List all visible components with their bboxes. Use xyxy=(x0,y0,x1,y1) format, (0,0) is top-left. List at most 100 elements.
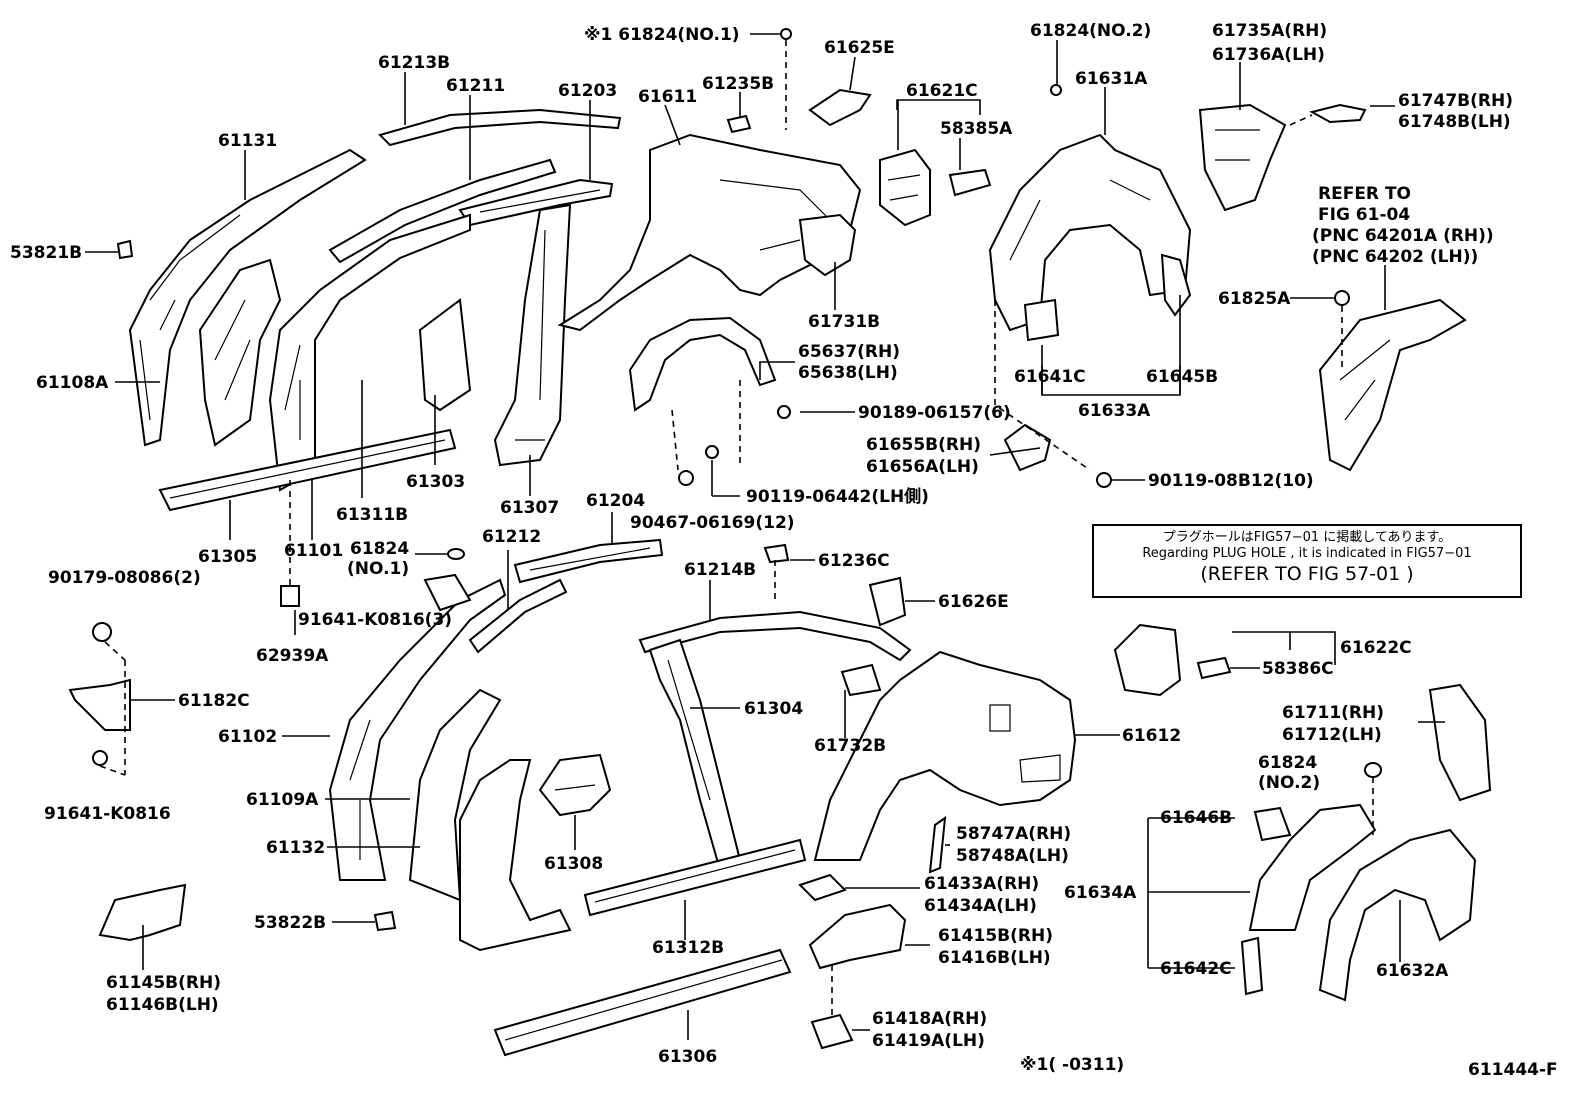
label-53821b: 53821B xyxy=(10,243,82,263)
label-61203: 61203 xyxy=(558,81,617,101)
label-53822b: 53822B xyxy=(254,913,326,933)
part-90179 xyxy=(92,622,112,642)
label-61712: 61712(LH) xyxy=(1282,725,1382,745)
label-58385a: 58385A xyxy=(940,119,1013,139)
label-61236c: 61236C xyxy=(818,551,890,571)
part-61418a xyxy=(810,1013,854,1050)
label-62939a: 62939A xyxy=(256,646,329,666)
part-65637 xyxy=(628,316,777,412)
plug-hole-note: プラグホールはFIG57−01 に掲載してあります。 Regarding PLU… xyxy=(1092,524,1522,598)
label-61825a: 61825A xyxy=(1218,289,1291,309)
label-61656a: 61656A(LH) xyxy=(866,457,979,477)
part-61204 xyxy=(513,538,664,584)
part-58385a xyxy=(948,168,992,197)
part-61235b xyxy=(726,114,752,134)
part-61824-no2-lower xyxy=(1364,762,1382,778)
label-61433a: 61433A(RH) xyxy=(924,874,1039,894)
part-61303 xyxy=(418,298,472,412)
label-61235b: 61235B xyxy=(702,74,774,94)
label-61732b: 61732B xyxy=(814,736,886,756)
label-90189: 90189-06157(6) xyxy=(858,403,1011,423)
label-61736a: 61736A(LH) xyxy=(1212,45,1325,65)
label-90119-06442: 90119-06442(LH側) xyxy=(746,486,929,507)
label-61415b: 61415B(RH) xyxy=(938,926,1053,946)
label-61634a: 61634A xyxy=(1064,883,1137,903)
label-90179: 90179-08086(2) xyxy=(48,568,201,588)
label-58386c: 58386C xyxy=(1262,659,1334,679)
label-61711: 61711(RH) xyxy=(1282,703,1384,723)
part-61132 xyxy=(459,759,572,952)
label-61307: 61307 xyxy=(500,498,559,518)
part-53822b xyxy=(373,910,397,932)
part-61611 xyxy=(557,133,862,332)
label-91641-k0816-3: 91641-K0816(3) xyxy=(298,610,452,630)
part-58386c xyxy=(1196,656,1232,680)
label-61211: 61211 xyxy=(446,76,505,96)
label-61108a: 61108A xyxy=(36,373,109,393)
part-refer-61-04 xyxy=(1318,298,1467,472)
label-61308: 61308 xyxy=(544,854,603,874)
label-61631a: 61631A xyxy=(1075,69,1148,89)
label-61632a: 61632A xyxy=(1376,961,1449,981)
label-pnc-64201a: (PNC 64201A (RH)) xyxy=(1312,226,1494,246)
label-61303: 61303 xyxy=(406,472,465,492)
part-61646b xyxy=(1253,806,1292,842)
part-61304 xyxy=(648,638,742,872)
part-61131 xyxy=(128,148,367,447)
part-61433a xyxy=(798,873,847,902)
label-61646b: 61646B xyxy=(1160,808,1232,828)
part-90119-06442 xyxy=(705,445,719,459)
label-61824-no1-note: ※1 61824(NO.1) xyxy=(584,25,740,45)
label-61824-no2: 61824(NO.2) xyxy=(1030,21,1151,41)
part-61632a xyxy=(1318,828,1477,1002)
part-61182c xyxy=(68,678,131,731)
part-61641c xyxy=(1023,298,1060,342)
leader-lines xyxy=(85,33,1445,1040)
label-no1-lower: (NO.1) xyxy=(347,559,409,579)
label-61735a: 61735A(RH) xyxy=(1212,21,1327,41)
note-reference: (REFER TO FIG 57-01 ) xyxy=(1200,563,1414,586)
label-fig-61-04: FIG 61-04 xyxy=(1318,205,1410,225)
part-61236c xyxy=(763,543,790,564)
note-japanese: プラグホールはFIG57−01 に掲載してあります。 xyxy=(1162,530,1452,545)
label-61305: 61305 xyxy=(198,547,257,567)
note-english: Regarding PLUG HOLE , it is indicated in… xyxy=(1142,545,1472,561)
label-figure-code: 611444-F xyxy=(1468,1060,1558,1080)
part-61308 xyxy=(538,753,612,817)
label-61621c: 61621C xyxy=(906,81,978,101)
label-61748b: 61748B(LH) xyxy=(1398,112,1511,132)
part-61307 xyxy=(493,203,572,467)
label-61622c: 61622C xyxy=(1340,638,1412,658)
label-61311b: 61311B xyxy=(336,505,408,525)
part-90467 xyxy=(678,470,694,486)
part-61711 xyxy=(1428,683,1492,802)
label-61312b: 61312B xyxy=(652,938,724,958)
label-61625e: 61625E xyxy=(824,38,895,58)
label-61434a: 61434A(LH) xyxy=(924,896,1037,916)
label-61109a: 61109A xyxy=(246,790,319,810)
label-90119-08b12: 90119-08B12(10) xyxy=(1148,471,1314,491)
part-62939a xyxy=(280,585,300,607)
part-61747b xyxy=(1309,103,1367,124)
label-58747a: 58747A(RH) xyxy=(956,824,1071,844)
label-61645b: 61645B xyxy=(1146,367,1218,387)
label-61102: 61102 xyxy=(218,727,277,747)
part-90189 xyxy=(777,405,791,419)
part-61212 xyxy=(468,578,568,654)
label-61212: 61212 xyxy=(482,527,541,547)
label-no2-lower: (NO.2) xyxy=(1258,773,1320,793)
label-61731b: 61731B xyxy=(808,312,880,332)
part-61655b xyxy=(1003,423,1052,472)
part-61108a xyxy=(198,258,282,447)
label-61214b: 61214B xyxy=(684,560,756,580)
label-61145b: 61145B(RH) xyxy=(106,973,221,993)
label-61824-no2-lower: 61824 xyxy=(1258,753,1317,773)
label-61418a: 61418A(RH) xyxy=(872,1009,987,1029)
label-61612: 61612 xyxy=(1122,726,1181,746)
part-front-bracket-lower xyxy=(423,573,472,612)
label-pnc-64202: (PNC 64202 (LH)) xyxy=(1312,247,1478,267)
part-61645b xyxy=(1160,253,1192,317)
part-53821b xyxy=(116,239,134,260)
part-61622c xyxy=(1113,623,1182,697)
